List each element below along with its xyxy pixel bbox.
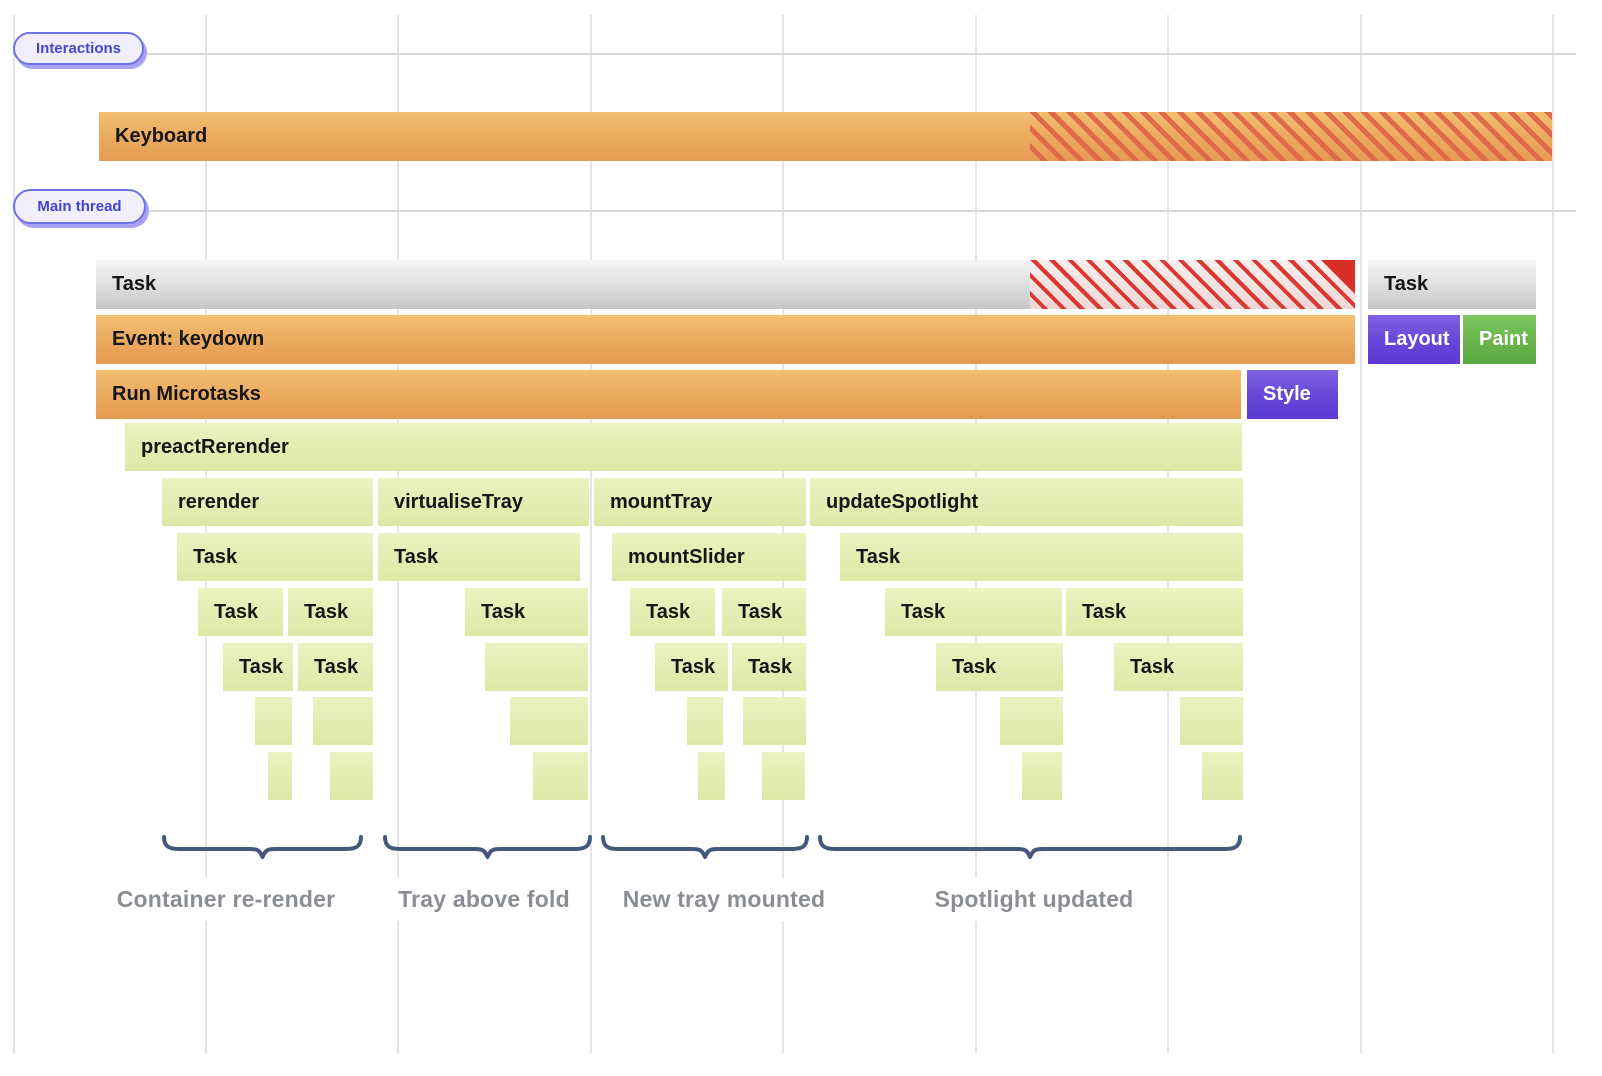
main-thread-track-pill[interactable]: Main thread (13, 189, 146, 224)
gridline-vertical (1360, 15, 1362, 1053)
flame-bar-task[interactable]: Task (840, 533, 1243, 581)
flame-bar-block[interactable] (1000, 697, 1063, 745)
underbrace-icon (383, 835, 592, 859)
flame-bar-task[interactable]: Task (288, 588, 373, 636)
flame-bar-mountslider[interactable]: mountSlider (612, 533, 806, 581)
flame-bar-block[interactable] (533, 752, 588, 800)
flame-bar-block[interactable] (743, 697, 806, 745)
flame-bar-block[interactable] (1202, 752, 1243, 800)
flame-bar-task[interactable]: Task (936, 643, 1063, 691)
flame-bar-task[interactable]: Task (722, 588, 806, 636)
flame-bar-label: Task (1082, 600, 1127, 623)
annotation-caption: Spotlight updated (920, 878, 1148, 921)
flame-bar-updatespotlight[interactable]: updateSpotlight (810, 478, 1243, 526)
flame-bar-label: Task (193, 545, 238, 568)
flame-bar-label: Task (748, 655, 793, 678)
flame-bar-label: mountTray (610, 490, 713, 513)
flame-bar-label: preactRerender (141, 435, 289, 458)
gridline-vertical (590, 15, 592, 1053)
main-thread-track-label: Main thread (37, 198, 122, 215)
flame-bar-label: Paint (1479, 328, 1528, 350)
flame-bar-event-keydown[interactable]: Event: keydown (96, 315, 1355, 364)
flame-bar-block[interactable] (330, 752, 373, 800)
flame-bar-label: Task (112, 273, 157, 295)
flame-bar-label: Task (481, 600, 526, 623)
overrun-orange-hatch (1030, 112, 1552, 161)
flame-bar-task[interactable]: Task (378, 533, 580, 581)
flame-bar-label: updateSpotlight (826, 490, 979, 513)
gridline-horizontal (13, 210, 1576, 212)
flame-bar-block[interactable] (687, 697, 723, 745)
flame-bar-virtualisetray[interactable]: virtualiseTray (378, 478, 589, 526)
flame-bar-keyboard[interactable]: Keyboard (99, 112, 1552, 161)
flame-bar-block[interactable] (510, 697, 588, 745)
flame-bar-label: Task (646, 600, 691, 623)
flame-bar-label: Task (1130, 655, 1175, 678)
gridline-vertical (1552, 15, 1554, 1053)
flame-bar-label: mountSlider (628, 545, 745, 568)
flame-bar-block[interactable] (1180, 697, 1243, 745)
flame-bar-task[interactable]: Task (1114, 643, 1243, 691)
flame-bar-block[interactable] (255, 697, 292, 745)
flame-bar-block[interactable] (485, 643, 588, 691)
flame-bar-task[interactable]: Task (630, 588, 715, 636)
warning-corner-icon (1321, 260, 1355, 294)
underbrace-icon (601, 835, 809, 859)
flame-bar-block[interactable] (698, 752, 725, 800)
annotation-caption: Tray above fold (384, 878, 584, 921)
flame-bar-label: Event: keydown (112, 328, 265, 350)
flame-bar-task[interactable]: Task (298, 643, 373, 691)
flame-bar-task[interactable]: Task (223, 643, 293, 691)
flame-bar-label: Task (304, 600, 349, 623)
flame-bar-block[interactable] (268, 752, 292, 800)
flame-bar-layout[interactable]: Layout (1368, 315, 1460, 364)
gridline-horizontal (13, 53, 1576, 55)
gridline-vertical (13, 15, 15, 1053)
flame-bar-label: Style (1263, 383, 1311, 405)
annotation-caption: New tray mounted (608, 878, 840, 921)
flame-bar-label: Task (394, 545, 439, 568)
flame-bar-task[interactable]: Task (96, 260, 1355, 309)
flame-bar-label: Task (314, 655, 359, 678)
flame-bar-run-microtasks[interactable]: Run Microtasks (96, 370, 1241, 419)
flame-bar-label: rerender (178, 490, 260, 513)
flame-bar-label: Run Microtasks (112, 383, 261, 405)
flame-bar-task[interactable]: Task (1368, 260, 1536, 309)
flame-bar-task[interactable]: Task (655, 643, 728, 691)
underbrace-icon (818, 835, 1242, 859)
flame-bar-label: virtualiseTray (394, 490, 523, 513)
flame-bar-label: Task (901, 600, 946, 623)
flame-bar-label: Layout (1384, 328, 1450, 350)
flame-bar-label: Task (952, 655, 997, 678)
flame-bar-label: Keyboard (115, 125, 208, 147)
flame-bar-task[interactable]: Task (198, 588, 283, 636)
flame-bar-task[interactable]: Task (1066, 588, 1243, 636)
flame-bar-style[interactable]: Style (1247, 370, 1338, 419)
flame-bar-preactrerender[interactable]: preactRerender (125, 423, 1242, 471)
interactions-track-pill[interactable]: Interactions (13, 32, 144, 65)
flame-bar-label: Task (1384, 273, 1429, 295)
flame-bar-block[interactable] (313, 697, 373, 745)
overrun-red-hatch (1030, 260, 1355, 309)
flame-bar-paint[interactable]: Paint (1463, 315, 1536, 364)
interactions-track-label: Interactions (35, 40, 122, 57)
flame-bar-mounttray[interactable]: mountTray (594, 478, 806, 526)
flame-bar-task[interactable]: Task (465, 588, 588, 636)
flame-bar-rerender[interactable]: rerender (162, 478, 373, 526)
flame-bar-task[interactable]: Task (885, 588, 1062, 636)
flame-bar-label: Task (214, 600, 259, 623)
flame-bar-block[interactable] (762, 752, 805, 800)
flame-bar-block[interactable] (1022, 752, 1062, 800)
flame-bar-label: Task (671, 655, 716, 678)
flame-bar-label: Task (856, 545, 901, 568)
annotation-caption: Container re-render (102, 878, 350, 921)
flame-bar-task[interactable]: Task (732, 643, 806, 691)
flame-bar-label: Task (239, 655, 284, 678)
flame-bar-label: Task (738, 600, 783, 623)
underbrace-icon (162, 835, 363, 859)
flame-bar-task[interactable]: Task (177, 533, 373, 581)
